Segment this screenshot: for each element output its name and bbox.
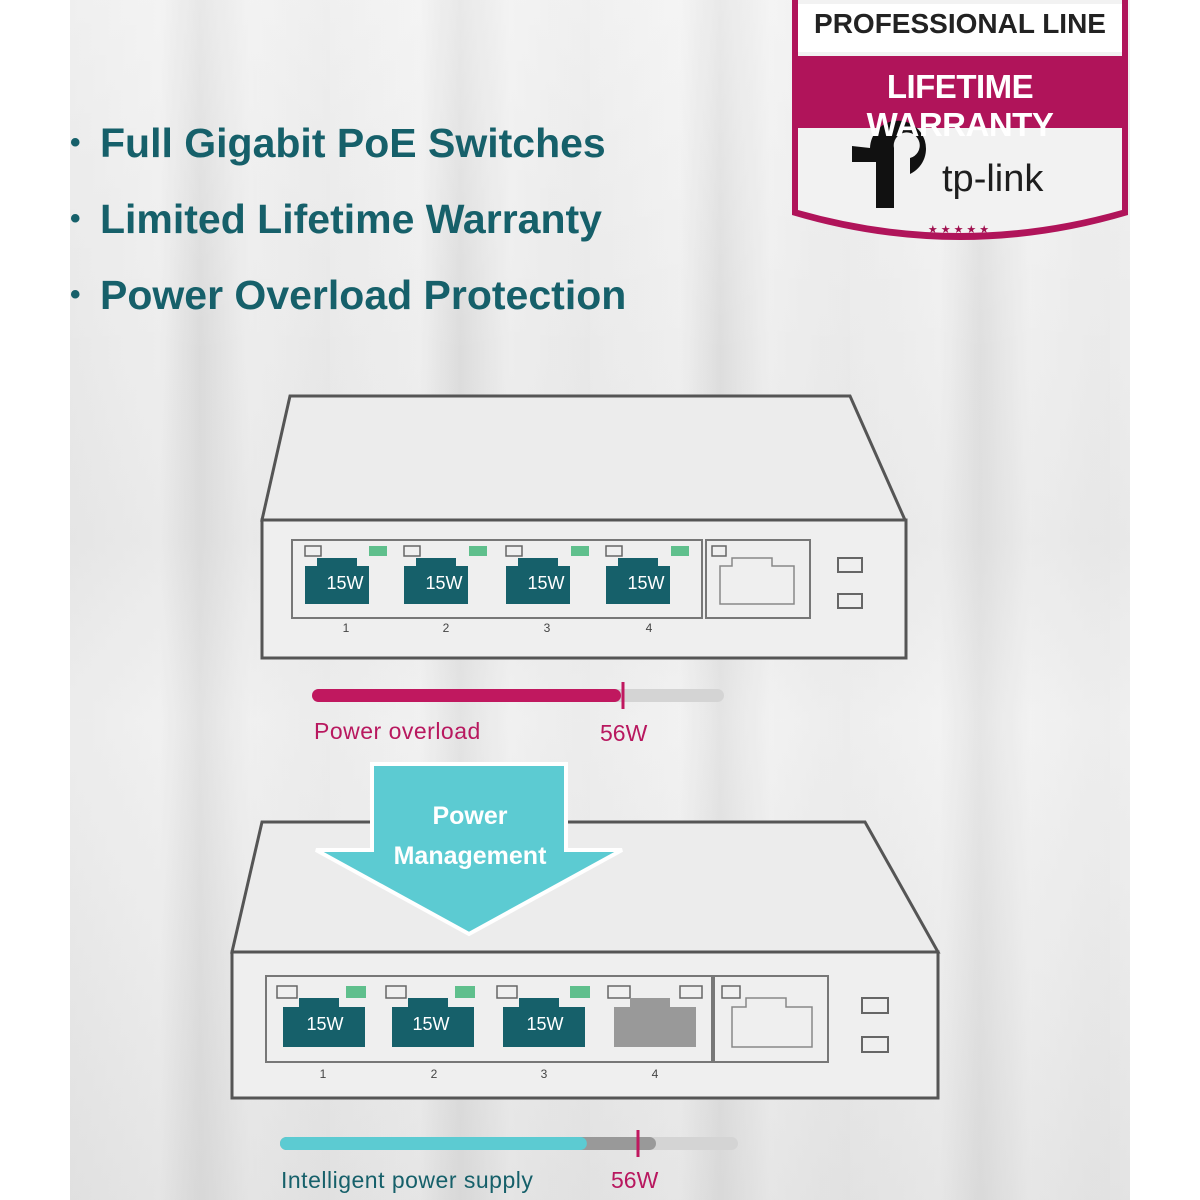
port-number: 1 [342, 621, 350, 635]
feature-text: Full Gigabit PoE Switches [100, 119, 606, 166]
port-number: 3 [543, 621, 551, 635]
arrow-line-1: Power [432, 802, 508, 830]
port-number: 2 [430, 1067, 438, 1081]
feature-text: Limited Lifetime Warranty [100, 195, 602, 242]
port-power-label: 15W [627, 573, 665, 593]
feature-item: • Limited Lifetime Warranty [70, 181, 626, 257]
power-overload-caption: Power overload [314, 718, 481, 744]
badge-stars: ★★★★★ [927, 224, 993, 236]
feature-list: • Full Gigabit PoE Switches • Limited Li… [70, 105, 626, 333]
port-power-label: 15W [306, 1014, 344, 1034]
warranty-badge [792, 0, 1128, 240]
badge-line-warranty: LIFETIME WARRANTY [866, 68, 1054, 143]
power-management-arrow-icon [315, 762, 623, 937]
bullet-dot: • [70, 126, 81, 159]
ports-bottom [276, 985, 889, 1053]
ports-top [304, 545, 863, 609]
power-bar-top [312, 682, 724, 709]
port-number: 1 [319, 1067, 327, 1081]
feature-item: • Full Gigabit PoE Switches [70, 105, 626, 181]
port-power-label: 15W [412, 1014, 450, 1034]
intelligent-power-caption: Intelligent power supply [281, 1167, 534, 1193]
arrow-line-2: Management [393, 842, 547, 870]
power-bar-bottom [280, 1130, 738, 1157]
port-number: 4 [651, 1067, 659, 1081]
port-power-label: 15W [425, 573, 463, 593]
brand-name: tp-link [942, 158, 1044, 200]
switch-top [260, 394, 908, 709]
port-number: 3 [540, 1067, 548, 1081]
power-limit-bottom: 56W [611, 1167, 659, 1193]
power-limit-top: 56W [600, 720, 648, 746]
port-power-label: 15W [527, 573, 565, 593]
feature-text: Power Overload Protection [100, 271, 627, 318]
feature-item: • Power Overload Protection [70, 257, 626, 333]
port-number: 4 [645, 621, 653, 635]
tp-link-logo-icon [852, 120, 926, 208]
port-number: 2 [442, 621, 450, 635]
port-power-label: 15W [326, 573, 364, 593]
badge-line-professional: PROFESSIONAL LINE [814, 8, 1106, 39]
bullet-dot: • [70, 278, 81, 311]
bullet-dot: • [70, 202, 81, 235]
port-power-label: 15W [526, 1014, 564, 1034]
